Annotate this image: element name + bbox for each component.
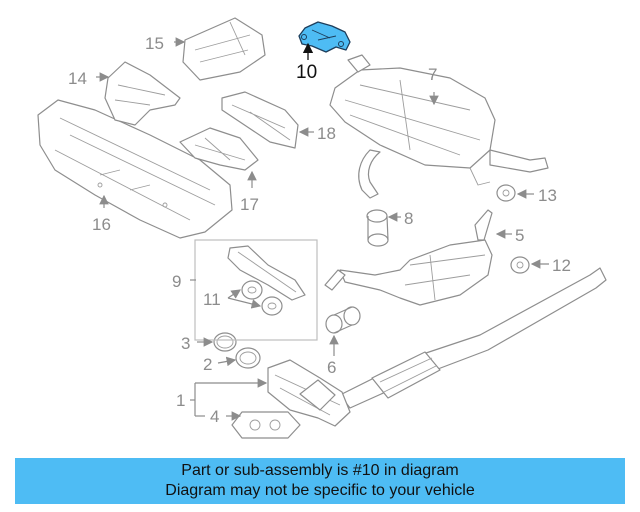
bracket-10-highlighted[interactable] — [298, 21, 351, 53]
callout-16: 16 — [92, 215, 111, 234]
banner-line-1: Part or sub-assembly is #10 in diagram — [181, 462, 459, 479]
heat-shield-16[interactable] — [37, 99, 233, 239]
rear-muffler-7[interactable] — [329, 54, 549, 199]
callout-labels: 15 14 18 17 16 7 13 8 5 12 9 11 6 3 2 1 … — [68, 34, 571, 426]
front-pipe-1[interactable] — [267, 267, 607, 427]
callout-7: 7 — [428, 65, 437, 84]
clamp-8[interactable] — [366, 209, 389, 247]
gasket-3[interactable] — [213, 332, 237, 352]
clamp-6[interactable] — [325, 306, 361, 334]
callout-14: 14 — [68, 69, 87, 88]
heat-shield-15[interactable] — [182, 17, 266, 81]
info-banner: Part or sub-assembly is #10 in diagram D… — [15, 458, 625, 504]
callout-11: 11 — [203, 290, 221, 309]
hanger-kit-box-9[interactable] — [194, 239, 318, 341]
callout-13: 13 — [538, 186, 557, 205]
callout-10-highlighted: 10 — [296, 62, 317, 83]
heat-shield-14[interactable] — [104, 61, 181, 126]
center-muffler-5[interactable] — [324, 209, 493, 306]
callout-18: 18 — [317, 124, 336, 143]
banner-line-2: Diagram may not be specific to your vehi… — [165, 482, 475, 499]
callout-8: 8 — [404, 209, 413, 228]
callout-9: 9 — [172, 272, 181, 291]
callout-4: 4 — [210, 407, 219, 426]
ring-2[interactable] — [235, 347, 261, 369]
callout-12: 12 — [552, 256, 571, 275]
rubber-hanger-13[interactable] — [496, 184, 516, 202]
callout-6: 6 — [327, 358, 336, 377]
callout-15: 15 — [145, 34, 164, 53]
gasket-4[interactable] — [231, 411, 301, 439]
heat-shield-18[interactable] — [221, 91, 299, 149]
callout-5: 5 — [515, 226, 524, 245]
rubber-hanger-12[interactable] — [510, 256, 530, 274]
callout-17: 17 — [240, 195, 259, 214]
heat-shield-17[interactable] — [179, 127, 259, 171]
callout-3: 3 — [181, 334, 190, 353]
leader-lines — [96, 37, 549, 421]
callout-2: 2 — [203, 355, 212, 374]
callout-1: 1 — [176, 391, 185, 410]
